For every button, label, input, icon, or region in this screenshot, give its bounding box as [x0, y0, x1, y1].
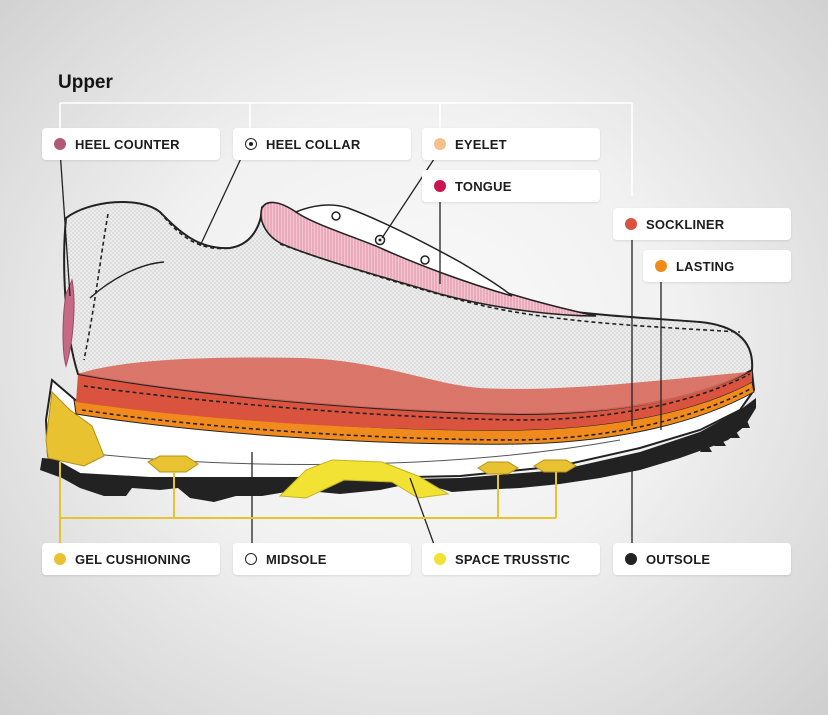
label-lasting: LASTING [643, 250, 791, 282]
sockliner-dot-icon [625, 218, 637, 230]
midsole-ring-icon [245, 553, 257, 565]
gel-cushioning-dot-icon [54, 553, 66, 565]
heel-collar-ring-icon [245, 138, 257, 150]
space-trusstic-text: SPACE TRUSSTIC [455, 551, 571, 567]
tongue-dot-icon [434, 180, 446, 192]
label-space-trusstic: SPACE TRUSSTIC [422, 543, 600, 575]
label-heel-collar: HEEL COLLAR [233, 128, 411, 160]
gel-pod-3 [533, 459, 577, 473]
label-midsole: MIDSOLE [233, 543, 411, 575]
midsole-text: MIDSOLE [266, 551, 327, 567]
label-outsole: OUTSOLE [613, 543, 791, 575]
tongue-text: TONGUE [455, 178, 512, 194]
upper-bracket [59, 102, 633, 196]
lasting-dot-icon [655, 260, 667, 272]
eyelet-stay [294, 204, 513, 297]
eyelet-text: EYELET [455, 136, 507, 152]
toe-tread [700, 418, 750, 452]
insole-fill [78, 357, 748, 414]
heel-counter-text: HEEL COUNTER [75, 136, 180, 152]
outsole-dot-icon [625, 553, 637, 565]
gel-leader-lines [59, 462, 557, 550]
midsole-groove [61, 439, 621, 465]
sockliner-text: SOCKLINER [646, 216, 725, 232]
eyelet-dot-icon [434, 138, 446, 150]
label-tongue: TONGUE [422, 170, 600, 202]
collar-curve [89, 261, 165, 299]
label-gel-cushioning: GEL CUSHIONING [42, 543, 220, 575]
eyelet-hole-center [378, 238, 382, 242]
heel-counter-shape [62, 278, 75, 368]
label-heel-counter: HEEL COUNTER [42, 128, 220, 160]
outsole-text: OUTSOLE [646, 551, 711, 567]
stitch-lines [81, 211, 753, 441]
space-trusstic-dot-icon [434, 553, 446, 565]
trusstic-shape [278, 459, 450, 499]
leader-lines [59, 149, 662, 551]
rear-gel-shape [45, 390, 105, 467]
label-sockliner: SOCKLINER [613, 208, 791, 240]
sockliner-shape [76, 370, 752, 431]
lasting-text: LASTING [676, 258, 735, 274]
heel-collar-text: HEEL COLLAR [266, 136, 361, 152]
heel-counter-dot-icon [54, 138, 66, 150]
label-eyelet: EYELET [422, 128, 600, 160]
upper-title: Upper [58, 72, 113, 93]
gel-pod-1 [147, 455, 199, 473]
gel-pod-2 [477, 461, 519, 475]
gel-cushioning-text: GEL CUSHIONING [75, 551, 191, 567]
